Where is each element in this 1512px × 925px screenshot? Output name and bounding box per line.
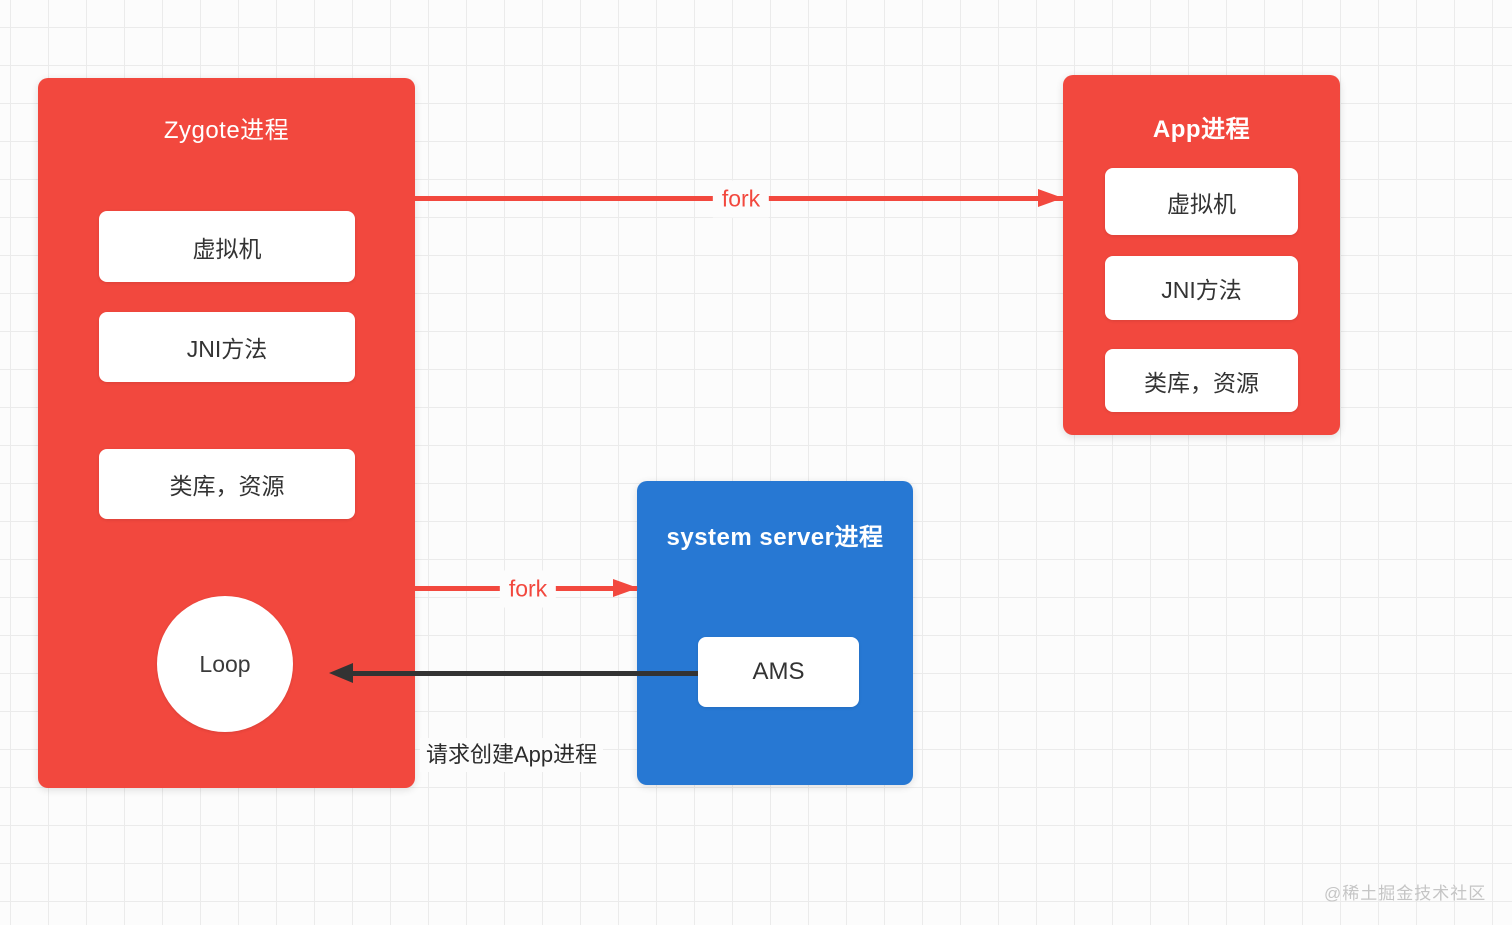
system-server-process-title: system server进程 (666, 524, 884, 551)
app-process-title: App进程 (1152, 116, 1251, 143)
request-arrow-head (329, 663, 353, 683)
zygote-loop-circle: Loop (157, 596, 293, 732)
app-vm-box: 虚拟机 (1105, 168, 1298, 235)
fork-arrow-mid-label: fork (499, 570, 557, 608)
zygote-vm-box: 虚拟机 (99, 211, 355, 282)
app-libs-box: 类库，资源 (1105, 349, 1298, 412)
zygote-jni-box: JNI方法 (99, 312, 355, 382)
app-jni-box: JNI方法 (1105, 256, 1298, 320)
fork-arrow-mid-head (613, 579, 638, 597)
zygote-process-box: Zygote进程 虚拟机 JNI方法 类库，资源 Loop (38, 78, 415, 788)
request-arrow-line (352, 671, 698, 676)
fork-arrow-top-head (1038, 189, 1063, 207)
ams-box: AMS (698, 637, 859, 707)
system-server-process-box: system server进程 AMS (637, 481, 913, 785)
fork-arrow-top-label: fork (712, 180, 770, 218)
zygote-process-title: Zygote进程 (163, 117, 290, 144)
zygote-libs-box: 类库，资源 (99, 449, 355, 519)
request-create-app-label: 请求创建App进程 (420, 738, 604, 773)
app-process-box: App进程 虚拟机 JNI方法 类库，资源 (1063, 75, 1340, 435)
watermark: @稀土掘金技术社区 (1324, 884, 1487, 903)
